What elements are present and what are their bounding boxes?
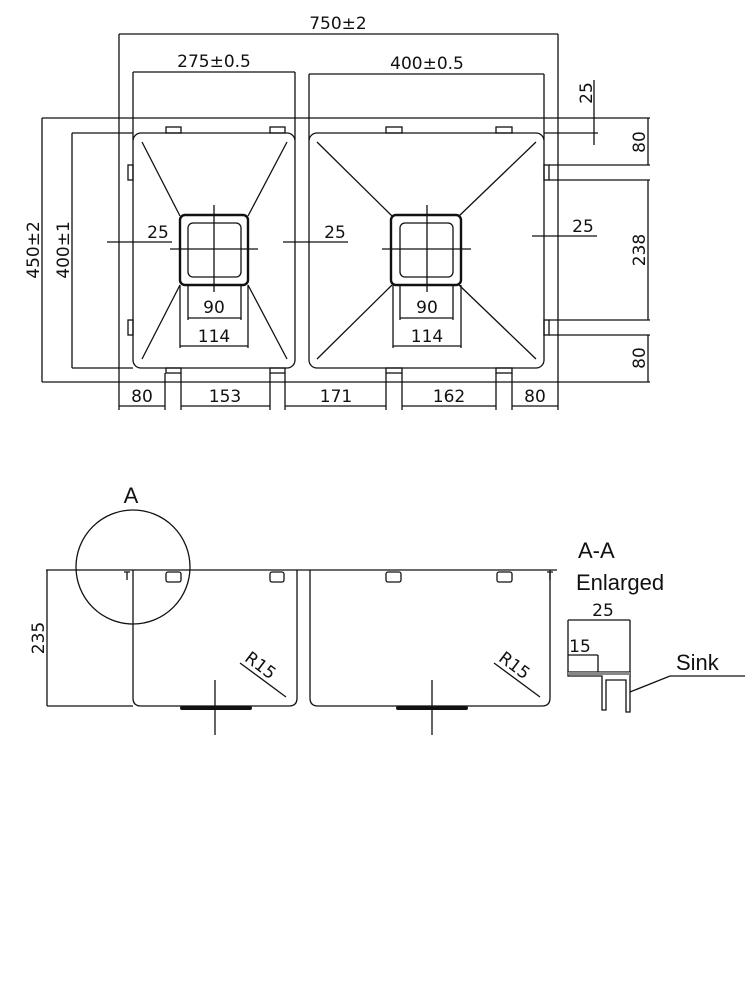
clip (127, 164, 134, 181)
right-bowl-profile (309, 570, 551, 707)
dim-top-offset: 25 (577, 82, 597, 104)
dim-drain-outer-right: 114 (411, 327, 443, 347)
dim-bottom-80-right: 80 (524, 387, 546, 407)
sink-leader (629, 675, 745, 693)
clip (543, 319, 550, 336)
dim-center-offset: 25 (324, 223, 346, 243)
dim-bottom-171: 171 (320, 387, 352, 407)
sink-label: Sink (676, 650, 720, 675)
dim-right-238: 238 (630, 234, 650, 266)
dim-drain-inner-left: 90 (203, 298, 225, 318)
left-drain (141, 141, 288, 360)
drain-outer (389, 213, 463, 287)
detail-title: A-A (578, 538, 615, 563)
clip (269, 126, 286, 134)
dim-bottom-153: 153 (209, 387, 241, 407)
clips (165, 571, 513, 583)
flange-marks (124, 571, 553, 580)
radius-leader-right (493, 662, 541, 698)
clip (496, 571, 513, 583)
slope-lines (141, 141, 288, 360)
clip (495, 367, 513, 374)
drain-bump (180, 706, 252, 710)
clip (165, 367, 182, 374)
clip (495, 126, 513, 134)
flange-fill (568, 672, 630, 675)
radius-leader-left (239, 662, 287, 698)
front-view: A 235 R15 R15 (29, 483, 557, 735)
clip (269, 571, 285, 583)
slope-lines (316, 141, 537, 360)
dim-right-80-top: 80 (630, 131, 650, 153)
clip (269, 367, 286, 374)
detail-a-a: A-A Enlarged 25 15 Sink (567, 538, 745, 713)
dim-drain-outer-left: 114 (198, 327, 230, 347)
dim-left-bowl-width: 275±0.5 (177, 52, 251, 72)
dim-left-edge-offset: 25 (147, 223, 169, 243)
detail-label-a: A (124, 483, 139, 508)
top-view: 750±2 275±0.5 400±0.5 450±2 400±1 (24, 14, 650, 410)
flange-profile (567, 671, 631, 713)
dim-right-edge-offset: 25 (572, 217, 594, 237)
clip (385, 367, 403, 374)
clip (385, 571, 402, 583)
dim-height: 235 (29, 622, 49, 654)
clip (385, 126, 403, 134)
detail-subtitle: Enlarged (576, 570, 664, 595)
dim-width-total: 25 (592, 601, 614, 621)
dim-right-bowl-width: 400±0.5 (390, 54, 464, 74)
extension-lines (164, 373, 513, 410)
dim-overall-depth: 450±2 (24, 221, 44, 279)
left-bowl-outline (132, 132, 296, 369)
dim-overall-width: 750±2 (309, 14, 367, 34)
clip (543, 164, 550, 181)
dim-width-inner: 15 (569, 637, 591, 657)
clip (165, 126, 182, 134)
clip (127, 319, 134, 336)
radius-right: R15 (495, 648, 534, 684)
dim-drain-inner-right: 90 (416, 298, 438, 318)
clip (165, 571, 182, 583)
radius-left: R15 (241, 648, 280, 684)
right-bowl-outline (308, 132, 545, 369)
right-drain (316, 141, 537, 360)
dim-right-80-bottom: 80 (630, 347, 650, 369)
dim-bowl-depth: 400±1 (54, 221, 74, 279)
dim-bottom-162: 162 (433, 387, 465, 407)
dim-bottom-80-left: 80 (131, 387, 153, 407)
mounting-clips (127, 126, 550, 374)
